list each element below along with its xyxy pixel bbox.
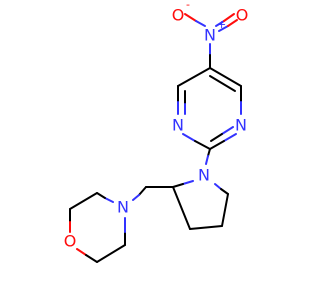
bond-ch2-nmor-n [132, 194, 140, 201]
bond-c5p-c4p [221, 193, 229, 227]
bond-n1-c2-double-c [210, 133, 223, 142]
bond-c5-c6 [209, 67, 242, 87]
bond-n3-c2-n [182, 133, 196, 142]
bond-ca-cb [69, 192, 98, 210]
bond-c5-c4 [177, 67, 211, 87]
bond-ch2-nmor-c [138, 186, 147, 196]
bond-npyr-c2p-c [172, 183, 184, 188]
bond-c2-npyr-n [205, 155, 209, 165]
atom-oxygen-morpholine: O [64, 232, 77, 251]
bond-nmor-ca-n [104, 197, 114, 203]
bond-npyr-c5p-n [214, 183, 222, 190]
atom-nitrogen-pyrimidine-left: N [172, 116, 184, 135]
atom-label: O [236, 6, 249, 25]
bond-nmor-ca-c [96, 192, 106, 199]
atom-label: N [117, 198, 129, 217]
bond-c4p-c3p [189, 225, 223, 230]
bond-n-o-right-d [227, 19, 238, 27]
bond-omor-cc-c [85, 254, 98, 263]
bond-cc-cd [96, 244, 126, 263]
atoms: O - O N + N N N N O [64, 0, 249, 251]
bond-omor-cc-o [76, 248, 87, 256]
atom-nitrogen-nitro: N + [204, 18, 226, 45]
atom-label: O [172, 6, 185, 25]
bond-n1-c2-n [223, 133, 237, 142]
bond-npyr-c2p-n [182, 180, 194, 185]
bond-c2-npyr-c [207, 148, 211, 157]
bond-n-o-right-b [223, 13, 235, 22]
atom-label: N [204, 26, 216, 45]
bond-n-o-right-c [218, 25, 229, 32]
bond-n-o-left-n [195, 20, 206, 27]
bond-n3-c2-c [194, 140, 211, 150]
atom-label: N [198, 166, 210, 185]
molecule-structure: O - O N + N N N N O [64, 0, 249, 263]
atom-charge: + [217, 18, 226, 31]
atom-label: N [235, 116, 247, 135]
atom-nitrogen-pyrrolidine: N [198, 166, 210, 185]
atom-nitrogen-pyrimidine-right: N [235, 116, 247, 135]
atom-label: N [172, 116, 184, 135]
atom-oxygen-nitro-right: O [236, 6, 249, 25]
atom-label: O [64, 232, 77, 251]
bond-n-o-left [184, 13, 197, 22]
atom-oxygen-nitro-left: O - [172, 0, 190, 25]
bond-c5-c6-double [209, 75, 236, 92]
atom-charge: - [186, 0, 190, 11]
bonds [69, 13, 242, 263]
bond-n1-c2-c [209, 140, 225, 150]
atom-nitrogen-morpholine: N [117, 198, 129, 217]
bond-c3p-c2p [172, 186, 191, 230]
bond-n1-c2-double-n [221, 126, 234, 135]
bond-n-o-right-a [215, 20, 225, 27]
bond-npyr-c5p-c [220, 188, 229, 195]
